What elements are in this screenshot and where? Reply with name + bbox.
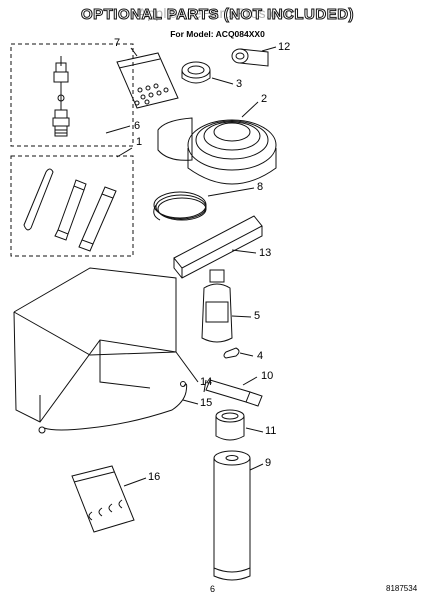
leader-16 [123,477,147,487]
diagram-title: OPTIONAL PARTS (NOT INCLUDED) [80,6,355,24]
leader-2 [241,101,259,118]
callout-16: 16 [148,471,161,483]
callout-2: 2 [261,93,268,105]
callout-7: 7 [114,37,121,49]
part-10-tube [203,379,263,407]
part-2-foam-roll [157,117,277,185]
callout-1: 1 [136,136,143,148]
part-12-tape [231,48,269,67]
callout-4: 4 [257,350,264,362]
part-16-clip-bag [71,465,135,533]
callout-15: 15 [200,397,213,409]
part-6-valve-kit [10,43,134,147]
callout-6: 6 [134,120,141,132]
leader-7 [130,47,138,57]
leader-6 [105,125,131,134]
title-area: AppliancePartsPros.com OPTIONAL PARTS (N… [0,5,435,28]
leader-1 [116,147,133,158]
part-14-cover [13,267,177,423]
model-line: For Model: ACQ084XX0 [170,29,265,39]
callout-10: 10 [261,370,274,382]
leader-12 [261,46,277,52]
callout-3: 3 [236,78,243,90]
leader-4 [239,352,254,357]
leader-9 [249,463,264,471]
leader-8 [207,187,255,197]
document-number: 8187534 [386,584,418,593]
callout-11: 11 [265,425,277,437]
callout-5: 5 [254,310,261,322]
leader-5 [231,315,252,318]
part-4-nozzle [223,347,240,359]
part-11-ring [215,409,245,441]
part-1-tube-kit [10,155,134,257]
part-13-foam-block [173,215,263,279]
part-7-hardware-bag [116,52,179,109]
callout-12: 12 [278,41,291,53]
callout-13: 13 [259,247,272,259]
callout-8: 8 [257,181,264,193]
callout-9: 9 [265,457,272,469]
leader-13 [231,249,257,254]
page-number: 6 [210,584,216,594]
leader-14 [175,351,199,383]
part-5-bottle [201,269,233,343]
leader-15 [182,399,199,405]
part-8-wire-coil [153,191,207,221]
part-9-spray-can [213,450,251,581]
leader-3 [211,77,234,85]
part-15-drain-hose [38,381,188,434]
leader-11 [245,427,264,433]
callout-14: 14 [200,376,213,388]
leader-10 [242,376,258,386]
watermark-text: AppliancePartsPros.com [137,5,298,21]
part-3-tape-roll [181,61,211,84]
